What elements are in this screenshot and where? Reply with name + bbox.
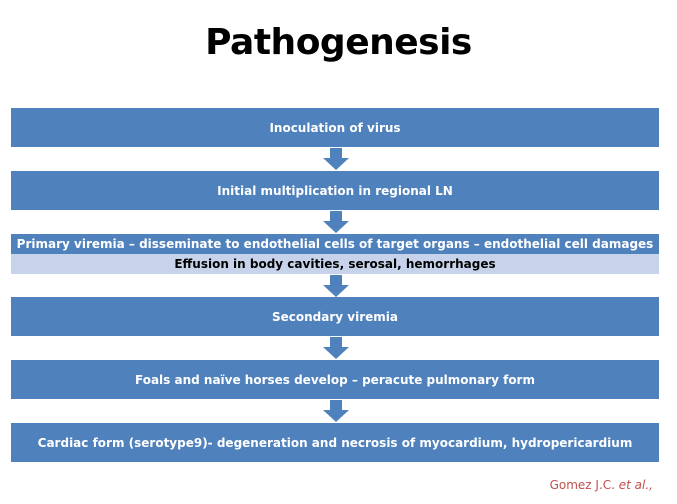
- slide-title: Pathogenesis: [205, 22, 472, 63]
- flow-step-secondary-viremia: Secondary viremia: [11, 297, 659, 336]
- citation-author: Gomez J.C.: [549, 478, 619, 492]
- flow-substep-effusion: Effusion in body cavities, serosal, hemo…: [11, 254, 659, 274]
- down-arrow-icon: [323, 148, 349, 170]
- flow-step-initial-multiplication: Initial multiplication in regional LN: [11, 171, 659, 210]
- citation: Gomez J.C. et al.,: [550, 478, 653, 492]
- flow-step-primary-viremia: Primary viremia – disseminate to endothe…: [11, 234, 659, 254]
- flow-step-inoculation: Inoculation of virus: [11, 108, 659, 147]
- flow-step-pulmonary-form: Foals and naïve horses develop – peracut…: [11, 360, 659, 399]
- down-arrow-icon: [323, 337, 349, 359]
- citation-et-al: et al.,: [618, 478, 653, 492]
- down-arrow-icon: [323, 275, 349, 297]
- down-arrow-icon: [323, 400, 349, 422]
- flow-step-cardiac-form: Cardiac form (serotype9)- degeneration a…: [11, 423, 659, 462]
- down-arrow-icon: [323, 211, 349, 233]
